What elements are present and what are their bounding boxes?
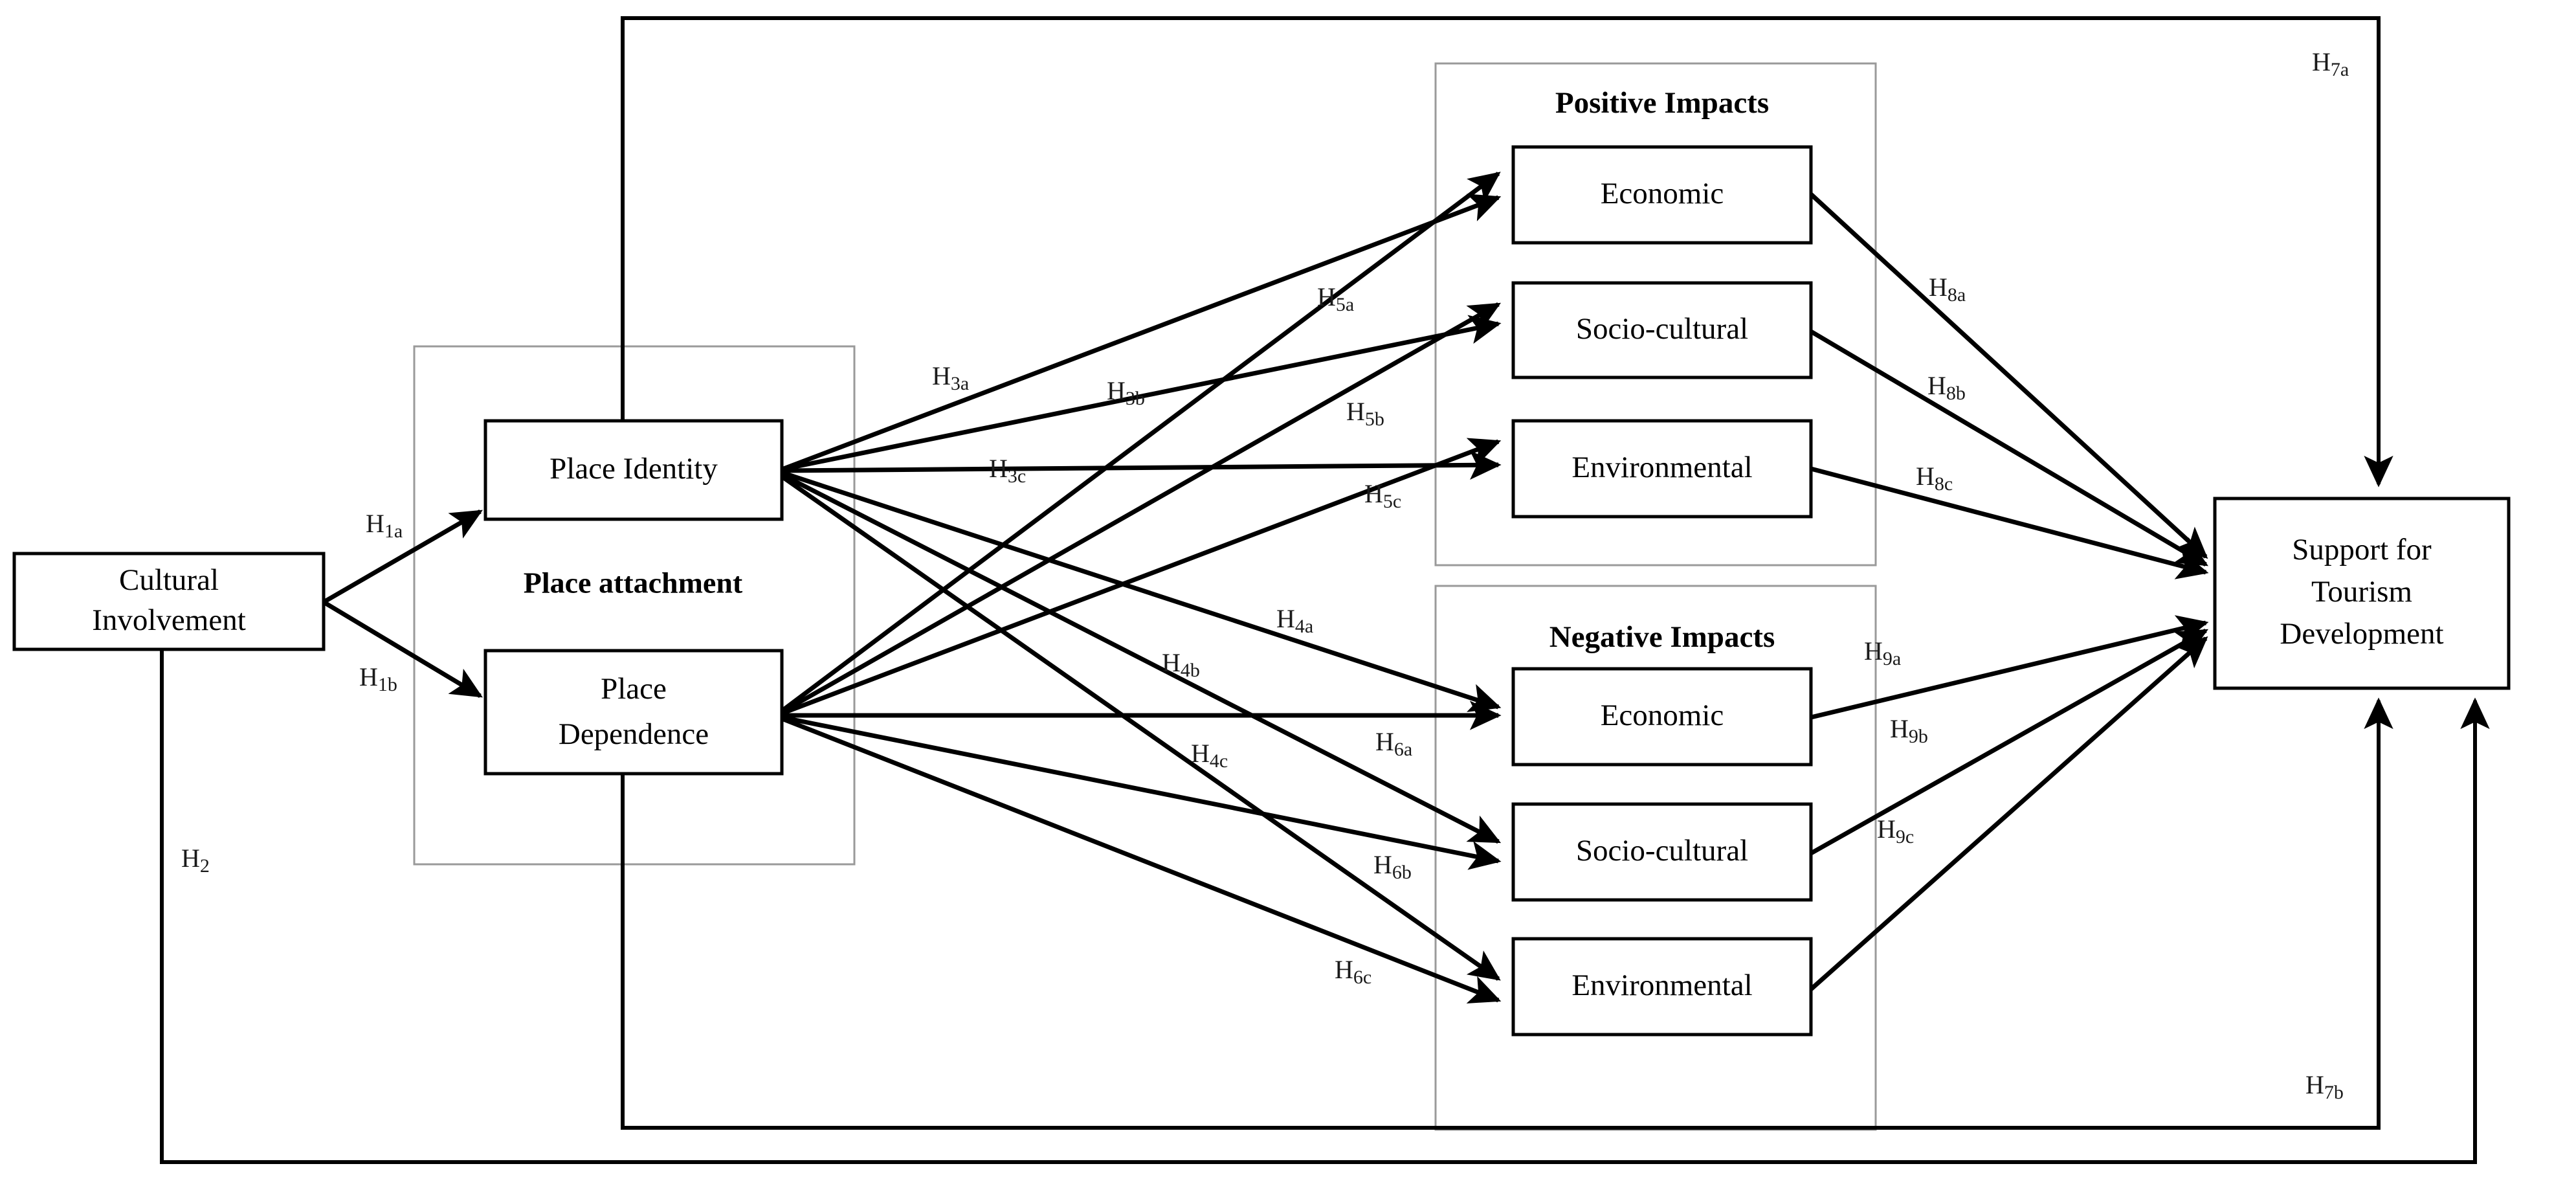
edge-h1b	[322, 600, 483, 699]
edges-to-support	[1809, 192, 2209, 991]
group-positive-impacts	[1434, 62, 1877, 566]
hyp-label-h9b: H9b	[1890, 714, 1928, 747]
hyp-label-h1a: H1a	[366, 509, 403, 542]
node-negative-economic[interactable]: Economic	[1511, 667, 1813, 767]
edge-h2	[160, 647, 2490, 1164]
hyp-label-h3b: H3b	[1107, 376, 1145, 409]
hyp-label-h6c: H6c	[1335, 955, 1371, 988]
group-title-negative-impacts: Negative Impacts	[1549, 620, 1775, 654]
node-label-negative-socio-cultural: Socio-cultural	[1576, 834, 1748, 868]
edge-h1a	[322, 509, 483, 605]
node-label-positive-socio-cultural: Socio-cultural	[1576, 312, 1748, 346]
edge-h9c	[1809, 636, 2208, 991]
edges-from-cultural-involvement	[322, 509, 483, 699]
node-label-positive-environmental: Environmental	[1571, 451, 1752, 484]
edge-h8a	[1809, 192, 2208, 559]
hyp-label-h5b: H5b	[1346, 397, 1384, 430]
node-label-support-line1: Support for	[2292, 533, 2432, 566]
node-label-support-line3: Development	[2280, 617, 2443, 651]
hyp-label-h9a: H9a	[1864, 636, 1901, 669]
node-cultural-involvement[interactable]: Cultural Involvement	[12, 552, 326, 651]
edge-h8b	[1810, 329, 2208, 567]
hyp-label-h5c: H5c	[1364, 479, 1401, 512]
edge-h7b	[621, 697, 2393, 1130]
hyp-label-h7a: H7a	[2312, 47, 2349, 80]
node-support-tourism-development[interactable]: Support for Tourism Development	[2213, 497, 2511, 690]
hyp-label-h4c: H4c	[1191, 739, 1228, 772]
node-label-cultural-involvement-line2: Involvement	[92, 603, 246, 637]
node-label-cultural-involvement-line1: Cultural	[119, 563, 219, 597]
group-title-positive-impacts: Positive Impacts	[1555, 86, 1769, 120]
hyp-label-h9c: H9c	[1877, 814, 1914, 847]
edge-h8c	[1810, 466, 2209, 579]
hyp-label-h3a: H3a	[932, 361, 969, 394]
edge-h9a	[1810, 615, 2209, 720]
hyp-label-h6b: H6b	[1373, 850, 1412, 883]
node-negative-socio-cultural[interactable]: Socio-cultural	[1511, 802, 1813, 902]
node-positive-environmental[interactable]: Environmental	[1511, 419, 1813, 519]
edge-h9b	[1810, 628, 2209, 856]
node-place-dependence[interactable]: Place Dependence	[483, 649, 784, 776]
node-label-place-dependence-line1: Place	[601, 672, 667, 706]
hyp-label-h6a: H6a	[1375, 727, 1412, 760]
node-label-place-identity: Place Identity	[550, 452, 718, 486]
hypothesis-labels: H1a H1b H2 H3a H3b H3c H4a H4b H4c H5a H…	[181, 47, 2349, 1103]
edge-h6c	[781, 716, 1502, 1003]
edge-h3c	[781, 450, 1502, 480]
edge-h4b	[781, 472, 1502, 844]
hyp-label-h3c: H3c	[989, 454, 1026, 487]
hyp-label-h5a: H5a	[1317, 282, 1354, 315]
hyp-label-h8b: H8b	[1927, 371, 1966, 404]
edge-h5c	[781, 438, 1502, 716]
hyp-label-h8a: H8a	[1929, 273, 1966, 306]
group-title-place-attachment: Place attachment	[524, 566, 743, 600]
hyp-label-h4a: H4a	[1276, 604, 1313, 637]
node-negative-environmental[interactable]: Environmental	[1511, 937, 1813, 1037]
edges-from-place-dependence	[780, 172, 1502, 1003]
hyp-label-h7b: H7b	[2305, 1070, 2344, 1103]
edge-h5b	[781, 302, 1502, 715]
hyp-label-h8c: H8c	[1916, 462, 1953, 495]
edge-h3b	[781, 315, 1502, 472]
node-label-support-line2: Tourism	[2311, 575, 2412, 609]
hyp-label-h2: H2	[181, 844, 210, 877]
node-label-negative-environmental: Environmental	[1571, 969, 1752, 1002]
edge-h5a	[780, 172, 1501, 713]
edges-from-place-identity	[780, 194, 1502, 981]
hyp-label-h1b: H1b	[359, 662, 397, 695]
node-label-negative-economic: Economic	[1601, 699, 1724, 732]
hyp-label-h4b: H4b	[1162, 648, 1200, 681]
node-label-place-dependence-line2: Dependence	[559, 717, 709, 751]
edge-h4c	[780, 475, 1501, 981]
node-place-identity[interactable]: Place Identity	[483, 419, 784, 521]
edge-h4a	[781, 470, 1502, 712]
edge-h3a	[781, 194, 1502, 472]
node-positive-socio-cultural[interactable]: Socio-cultural	[1511, 281, 1813, 379]
group-place-attachment	[413, 345, 856, 866]
edge-h7a	[621, 16, 2393, 488]
node-label-positive-economic: Economic	[1601, 177, 1724, 210]
node-positive-economic[interactable]: Economic	[1511, 145, 1813, 245]
edge-h6b	[781, 715, 1502, 870]
